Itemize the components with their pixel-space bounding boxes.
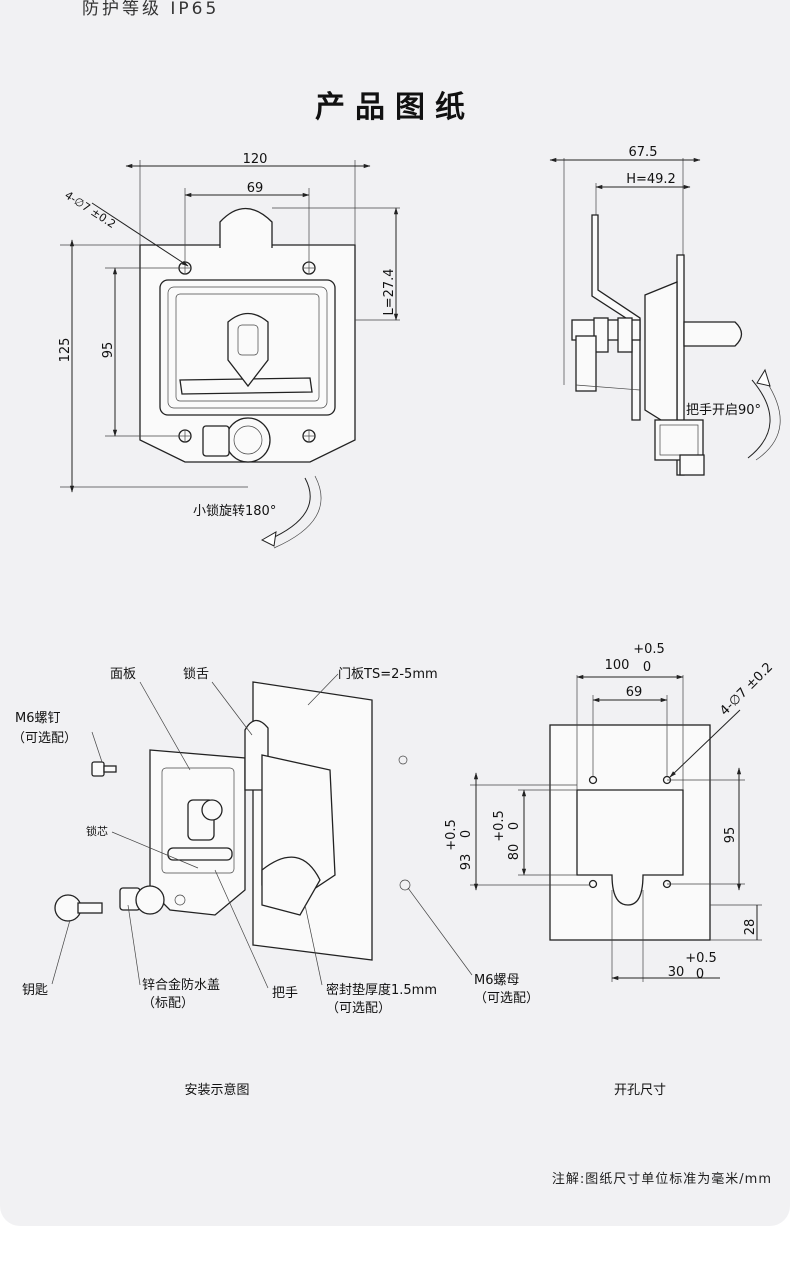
install-screw bbox=[91, 761, 105, 777]
label-screw: M6螺钉 bbox=[15, 711, 61, 726]
rotate-arrow-icon bbox=[267, 477, 311, 541]
label-cover-standard: （标配） bbox=[142, 996, 194, 1011]
side-housing bbox=[644, 281, 678, 432]
label-key: 钥匙 bbox=[22, 983, 48, 998]
dim-28: 28 bbox=[743, 919, 758, 936]
dim-80-tol-upper: +0.5 bbox=[492, 810, 507, 842]
label-gasket: 密封垫厚度1.5mm bbox=[326, 982, 437, 998]
page-title: 产品图纸 bbox=[315, 90, 475, 125]
side-handle bbox=[683, 321, 743, 347]
label-core: 锁芯 bbox=[86, 824, 108, 838]
install-gasket bbox=[261, 856, 321, 916]
label-door: 门板TS=2-5mm bbox=[338, 667, 438, 682]
units-footnote: 注解:图纸尺寸单位标准为毫米/mm bbox=[551, 1172, 772, 1187]
dim-hole-callout: 4-∅7 ±0.2 bbox=[62, 189, 118, 231]
dim-93: 93 bbox=[459, 854, 474, 871]
content-card bbox=[0, 0, 790, 1226]
cutout-view: +0.5 100 0 69 4-∅7 ±0.2 +0.5 93 0 +0.5 8… bbox=[444, 642, 776, 1098]
dim-30: 30 bbox=[668, 965, 685, 980]
handle-rotate-arrow-icon bbox=[747, 379, 771, 459]
side-view: 67.5 H=49.2 把手开启90° bbox=[549, 145, 781, 476]
label-cover: 锌合金防水盖 bbox=[142, 977, 220, 993]
dim-67-5: 67.5 bbox=[629, 145, 658, 160]
dim-120: 120 bbox=[243, 152, 268, 167]
dim-95: 95 bbox=[101, 342, 116, 359]
dim-69: 69 bbox=[247, 181, 264, 196]
label-screw-optional: （可选配） bbox=[12, 731, 77, 746]
lock-rotation-label: 小锁旋转180° bbox=[193, 503, 276, 519]
dim-69-cut: 69 bbox=[626, 685, 643, 700]
dim-length: L=27.4 bbox=[382, 268, 397, 315]
side-lock bbox=[654, 419, 704, 461]
dim-30-tol-lower: 0 bbox=[696, 967, 704, 982]
install-handle bbox=[167, 847, 233, 861]
cutout-caption: 开孔尺寸 bbox=[614, 1083, 666, 1098]
protection-rating-text: 防护等级 IP65 bbox=[82, 0, 220, 19]
cutout-hole bbox=[588, 879, 598, 889]
dim-93-tol-lower: 0 bbox=[459, 830, 474, 838]
dim-30-tol-upper: +0.5 bbox=[685, 951, 717, 966]
label-gasket-optional: （可选配） bbox=[326, 1001, 391, 1016]
install-key bbox=[54, 894, 82, 922]
cutout-opening bbox=[576, 789, 684, 906]
label-handle: 把手 bbox=[272, 986, 298, 1001]
dim-80-tol-lower: 0 bbox=[507, 822, 522, 830]
front-handle bbox=[179, 377, 313, 395]
install-caption: 安装示意图 bbox=[184, 1082, 249, 1098]
label-tongue: 锁舌 bbox=[183, 666, 209, 682]
install-view: 面板 锁舌 门板TS=2-5mm M6螺钉 （可选配） 锁芯 钥匙 锌合金防水盖… bbox=[12, 666, 539, 1098]
label-nut: M6螺母 bbox=[474, 973, 520, 988]
dim-100: 100 bbox=[605, 658, 630, 673]
dim-100-tol-upper: +0.5 bbox=[633, 642, 665, 657]
front-tongue bbox=[219, 208, 273, 248]
front-view: 120 69 4-∅7 ±0.2 125 95 L=27.4 小锁旋转180° bbox=[58, 152, 400, 549]
dim-93-tol-upper: +0.5 bbox=[444, 819, 459, 851]
dim-h: H=49.2 bbox=[626, 172, 676, 187]
label-nut-optional: （可选配） bbox=[474, 991, 539, 1006]
dim-95-cut: 95 bbox=[723, 827, 738, 844]
dim-100-tol-lower: 0 bbox=[643, 660, 651, 675]
label-panel: 面板 bbox=[110, 667, 136, 682]
dim-125: 125 bbox=[58, 338, 73, 363]
handle-rotation-label: 把手开启90° bbox=[686, 403, 761, 418]
cutout-hole bbox=[588, 775, 598, 785]
dim-holes-callout: 4-∅7 ±0.2 bbox=[717, 660, 776, 719]
front-lock-cylinder bbox=[225, 417, 271, 463]
dim-80: 80 bbox=[507, 844, 522, 861]
